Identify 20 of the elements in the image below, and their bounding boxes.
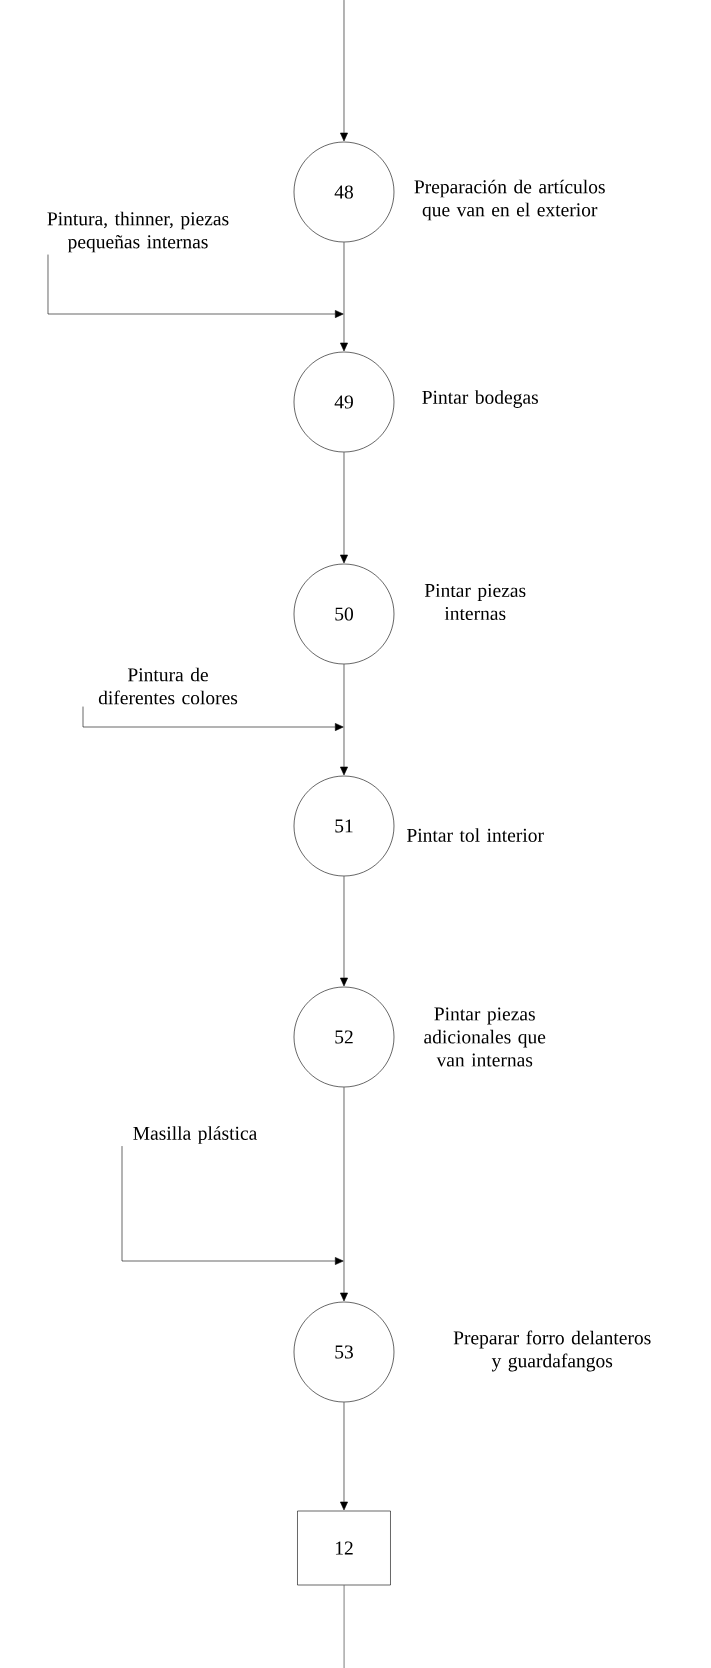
arrow (121, 1145, 344, 1265)
arrow (82, 706, 344, 731)
arrow (340, 452, 348, 564)
input-label: Pintura, thinner, piezas pequeñas internas (47, 211, 229, 253)
arrow (340, 1087, 348, 1302)
arrow (340, 664, 348, 776)
arrow (340, 242, 348, 352)
step-description: Pintar piezas internas (424, 583, 526, 621)
step-description: Preparación de artículos que van en el exterior (414, 179, 605, 221)
step-description: Preparar forro delanteros y guardafangos (453, 1330, 651, 1372)
arrow (340, 0, 348, 142)
arrow (340, 1402, 348, 1511)
input-label: Masilla plástica (133, 1126, 257, 1144)
step-description: Pintar tol interior (407, 828, 544, 842)
input-label: Pintura de diferentes colores (98, 667, 238, 705)
step-description: Pintar piezas adicionales que van internas (424, 1007, 546, 1067)
storage-box: 12 (297, 1510, 391, 1586)
arrow (47, 254, 344, 318)
step-description: Pintar bodegas (422, 390, 538, 408)
arrow (340, 876, 348, 987)
